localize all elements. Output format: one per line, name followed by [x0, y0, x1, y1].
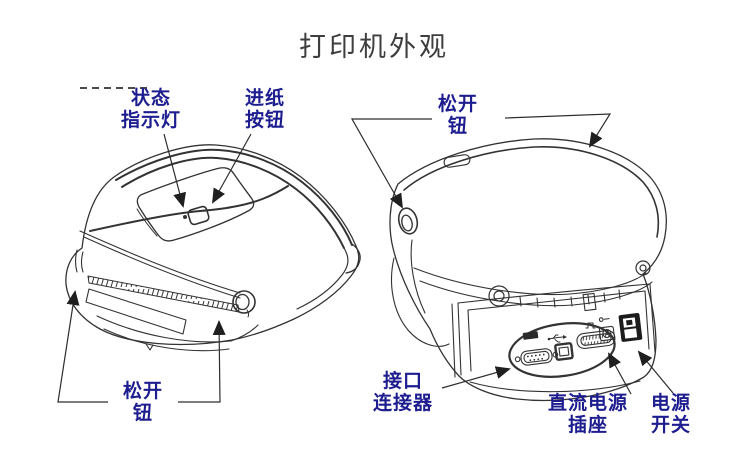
printer-lid-front — [89, 148, 353, 310]
release-knob-left — [397, 207, 419, 235]
hinge-bump-right — [345, 243, 361, 274]
label-power-switch: 电源 开关 — [651, 393, 691, 437]
status-light-dot — [183, 215, 187, 219]
rear-view-printer — [389, 138, 667, 402]
printer-lid-rear — [403, 146, 660, 238]
feed-button-shape — [187, 205, 210, 226]
label-line: 松开 — [437, 94, 479, 115]
tear-bar-hatched — [87, 275, 240, 313]
serial-port — [514, 348, 559, 366]
front-view-printer — [65, 144, 361, 352]
label-dc-power-socket: 直流电源 插座 — [548, 393, 628, 437]
connector-panel — [514, 322, 616, 366]
label-line: 连接器 — [372, 393, 434, 414]
label-line: 钮 — [132, 403, 154, 424]
label-line: 接口 — [382, 371, 424, 392]
label-release-button-rear: 松开 钮 — [438, 94, 478, 138]
label-line: 开关 — [650, 415, 692, 436]
label-feed-button: 进纸 按钮 — [245, 88, 285, 132]
lid-pill-detail — [443, 154, 471, 168]
rear-panel — [451, 283, 656, 393]
label-line: 松开 — [122, 381, 164, 402]
label-line: 进纸 — [244, 88, 286, 109]
label-release-button-front: 松开 钮 — [123, 381, 163, 425]
label-line: 指示灯 — [120, 110, 182, 131]
leader-status-light — [163, 133, 186, 208]
leader-release-rear-right — [504, 113, 612, 148]
power-jack — [598, 317, 616, 342]
lid-gap-band — [413, 267, 653, 308]
leader-release-front-left — [57, 290, 108, 403]
usb-icon — [547, 334, 567, 343]
label-line: 插座 — [567, 415, 609, 436]
leader-feed-button — [212, 133, 252, 204]
label-interface-connector: 接口 连接器 — [373, 371, 433, 415]
front-base — [96, 315, 259, 352]
front-left-corner — [74, 230, 241, 299]
leader-release-rear-left — [350, 118, 432, 209]
release-knob-right — [232, 290, 256, 318]
usb-port — [554, 342, 574, 361]
leader-dc-power-socket — [608, 352, 632, 395]
control-panel-window — [136, 167, 255, 242]
leader-interface-connector — [441, 366, 511, 389]
label-line: 按钮 — [244, 110, 286, 131]
label-line: 直流电源 — [547, 393, 629, 414]
label-line: 状态 — [130, 88, 172, 109]
left-side-panel — [391, 239, 450, 347]
power-switch-shape — [618, 312, 643, 342]
leader-power-switch — [637, 350, 674, 394]
label-line: 电源 — [650, 393, 692, 414]
page-title: 打印机外观 — [299, 32, 449, 62]
connector-highlight-ellipse — [508, 322, 616, 378]
label-status-light: 状态 指示灯 — [121, 88, 181, 132]
leader-lines — [57, 87, 674, 403]
hinge-knobs — [488, 260, 651, 307]
ethernet-port — [522, 331, 539, 340]
leader-release-front-right — [178, 320, 226, 403]
label-line: 钮 — [447, 116, 469, 137]
front-printer-body-outline — [65, 144, 360, 346]
rear-printer-body-outline — [389, 138, 667, 402]
paper-exit-slot — [85, 288, 187, 335]
parallel-port-icon — [585, 322, 596, 329]
